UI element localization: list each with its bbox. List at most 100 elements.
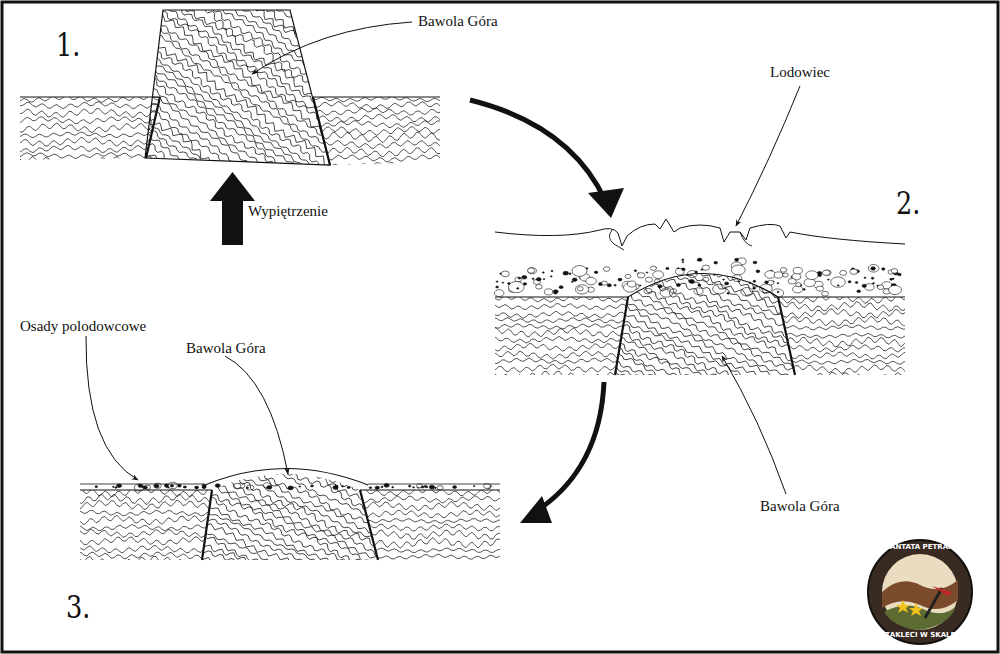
rock-texture <box>114 0 380 172</box>
rock-texture <box>32 102 296 290</box>
sediment-clast <box>891 269 898 274</box>
rock-texture <box>490 364 634 372</box>
rock-texture <box>772 372 910 380</box>
rock-texture <box>106 0 369 184</box>
rock-texture <box>612 198 866 319</box>
sediment-clast <box>682 262 684 263</box>
rock-texture <box>75 40 339 227</box>
sediment-clast <box>637 273 645 278</box>
rock-texture <box>180 0 444 78</box>
sediment-clast <box>437 486 443 490</box>
rock-texture <box>165 0 429 100</box>
rock-texture <box>125 0 390 157</box>
rock-texture <box>16 121 282 311</box>
rock-texture <box>170 505 372 605</box>
rock-texture <box>772 333 910 338</box>
sediment-clast <box>666 267 669 269</box>
sediment-clast <box>855 282 858 284</box>
sediment-clast <box>544 289 553 295</box>
sediment-clast <box>263 483 271 489</box>
sediment-clast <box>267 485 272 489</box>
sediment-clast <box>804 279 815 287</box>
sediment-clast <box>138 484 142 487</box>
sediment-clast <box>602 281 608 285</box>
rock-texture <box>614 192 869 314</box>
sediment-clast <box>184 486 187 488</box>
sediment-clast <box>873 283 875 284</box>
rock-texture <box>15 146 165 153</box>
rock-texture <box>173 0 436 88</box>
sediment-clast <box>184 487 186 488</box>
sediment-clast <box>375 486 379 489</box>
sediment-clast <box>453 486 457 489</box>
sediment-clast <box>554 292 557 294</box>
rock-texture <box>355 496 505 503</box>
rock-texture <box>127 0 393 153</box>
rock-texture <box>157 532 359 633</box>
callout-label: Bawola Góra <box>186 340 266 357</box>
sediment-clast <box>735 258 739 261</box>
rock-texture <box>355 488 505 496</box>
rock-texture <box>490 296 634 303</box>
sediment-clast <box>517 288 519 290</box>
rock-texture <box>355 524 505 531</box>
rock-texture <box>555 318 810 441</box>
rock-texture <box>215 410 416 508</box>
sediment-clast <box>572 278 577 281</box>
rock-texture <box>490 303 634 309</box>
rock-texture <box>772 345 910 353</box>
rock-texture <box>139 0 403 136</box>
sediment-clast <box>607 284 611 287</box>
rock-texture <box>75 537 219 545</box>
logo-text: CANTATA PETRAM <box>885 544 955 552</box>
sediment-clast <box>421 486 424 488</box>
sediment-clast <box>614 284 616 286</box>
rock-texture <box>308 127 446 136</box>
callout-label: Wypiętrzenie <box>248 203 328 220</box>
sediment-clast <box>857 290 861 293</box>
sediment-clast <box>777 283 779 284</box>
rock-texture <box>35 95 301 285</box>
rock-texture <box>355 502 505 511</box>
sediment-clast <box>311 485 314 487</box>
rock-texture <box>355 548 505 553</box>
rock-texture <box>621 176 876 298</box>
sediment-clast <box>559 286 563 289</box>
rock-texture <box>308 96 446 101</box>
sediment-clast <box>714 261 718 264</box>
sediment-clast <box>822 291 829 296</box>
rock-texture <box>308 140 446 148</box>
rock-texture <box>82 29 347 218</box>
rock-texture <box>15 137 165 146</box>
rock-texture <box>86 26 349 212</box>
rock-texture <box>552 323 807 446</box>
sediment-clast <box>141 486 143 487</box>
rock-texture <box>596 229 851 352</box>
sediment-clast <box>806 271 818 280</box>
sediment-clast <box>625 274 631 278</box>
sediment-clast <box>496 281 498 282</box>
sediment-clast <box>496 286 499 288</box>
sediment-clast <box>572 266 587 277</box>
sediment-clast <box>501 271 509 277</box>
rock-texture <box>71 46 335 233</box>
sediment-clast <box>731 265 745 275</box>
rock-texture <box>15 123 165 132</box>
rock-texture <box>542 343 798 467</box>
sediment-clast <box>703 277 709 281</box>
sediment-clast <box>793 267 802 274</box>
rock-texture <box>27 107 292 296</box>
sediment-clast <box>753 287 756 289</box>
rock-texture <box>590 240 846 365</box>
sediment-clast <box>800 285 802 286</box>
sediment-clast <box>682 259 684 261</box>
rock-texture <box>199 442 400 541</box>
sediment-clast <box>848 281 851 283</box>
sediment-clast <box>509 282 525 293</box>
sediment-clast <box>528 268 537 274</box>
rock-texture <box>15 153 165 159</box>
sediment-clast <box>682 268 686 271</box>
sediment-clast <box>170 485 173 487</box>
sediment-clast <box>723 279 725 280</box>
rock-texture <box>222 393 424 492</box>
